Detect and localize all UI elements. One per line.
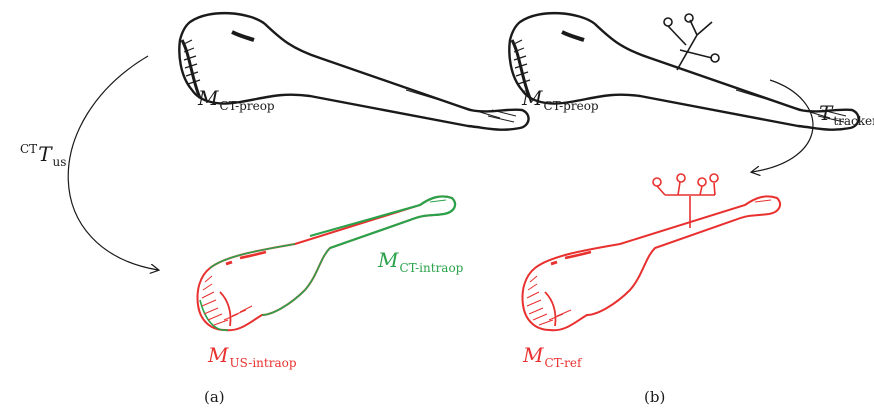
bone-ref-b (523, 196, 781, 330)
label-m-ct-preop-a: MCT-preop (198, 88, 275, 108)
label-m-ct-ref: MCT-ref (523, 345, 581, 365)
label-m-us-intraop: MUS-intraop (208, 345, 297, 365)
label-ct-t-us: CTTus (20, 144, 66, 164)
caption-b: (b) (644, 388, 665, 406)
tracker-black (664, 14, 719, 70)
label-m-ct-preop-b: MCT-preop (522, 88, 599, 108)
label-m-ct-intraop: MCT-intraop (378, 250, 463, 270)
caption-a: (a) (204, 388, 225, 406)
arrow-ct-us (68, 56, 158, 270)
label-t-tracker: Ttracker (819, 103, 874, 123)
